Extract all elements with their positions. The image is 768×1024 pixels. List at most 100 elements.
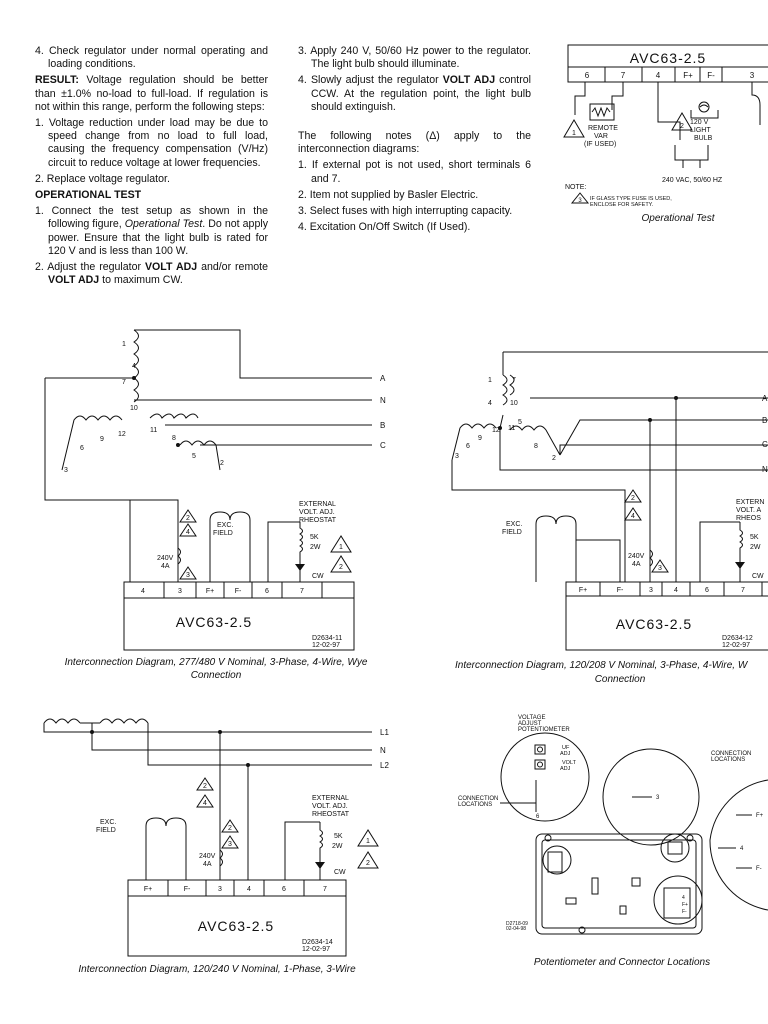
connector-zoom-circle-right — [709, 779, 768, 911]
svg-text:3: 3 — [649, 587, 653, 594]
fuse-icon — [219, 849, 223, 867]
note-triangle-icon — [179, 523, 197, 537]
uf-adj-pot-icon — [537, 746, 543, 753]
svg-text:3: 3 — [455, 453, 459, 460]
svg-text:D2634-14: D2634-14 — [302, 939, 333, 946]
diag2-model-label: AVC63-2.5 — [616, 616, 692, 632]
line-c-label: C — [380, 441, 386, 450]
svg-text:D2718-09: D2718-09 — [506, 921, 528, 927]
svg-text:LIGHT: LIGHT — [690, 127, 711, 134]
note-label: NOTE: — [565, 184, 586, 191]
note-triangle-icon — [357, 829, 379, 847]
svg-text:3: 3 — [186, 572, 190, 579]
line-b-label: B — [762, 416, 767, 425]
diag1-model-label: AVC63-2.5 — [176, 614, 252, 630]
operational-test-heading: OPERATIONAL TEST — [35, 189, 142, 202]
svg-text:3: 3 — [218, 886, 222, 893]
svg-text:5K: 5K — [750, 534, 759, 541]
svg-text:3: 3 — [656, 795, 660, 801]
svg-text:5K: 5K — [310, 534, 319, 541]
svg-text:6: 6 — [265, 588, 269, 595]
op-step-2: 2. Adjust the regulator VOLT ADJ and/or … — [35, 261, 268, 287]
potdiag-caption: Potentiometer and Connector Locations — [534, 957, 710, 968]
svg-text:7: 7 — [122, 379, 126, 386]
svg-text:12: 12 — [492, 427, 500, 434]
svg-text:10: 10 — [510, 400, 518, 407]
svg-text:EXTERN: EXTERN — [736, 499, 764, 506]
line-a-label: A — [380, 374, 386, 383]
result-paragraph: RESULT: Voltage regulation should be bet… — [35, 74, 268, 113]
remote-var-label: REMOTE — [588, 125, 618, 132]
line-n-label: N — [380, 746, 386, 755]
junction-dot-icon — [176, 443, 180, 447]
note-triangle-icon — [357, 851, 379, 869]
svg-text:F-: F- — [235, 588, 242, 595]
svg-text:(IF USED): (IF USED) — [584, 141, 616, 148]
exc-field-winding — [145, 817, 187, 880]
svg-text:2: 2 — [366, 860, 370, 867]
junction-dot-icon — [246, 763, 250, 767]
svg-text:2W: 2W — [332, 843, 343, 850]
svg-text:VAR: VAR — [594, 133, 608, 140]
note-triangle-icon — [179, 509, 197, 523]
diag2-caption-line1: Interconnection Diagram, 120/208 V Nomin… — [455, 660, 749, 671]
svg-text:4: 4 — [186, 529, 190, 536]
svg-text:FIELD: FIELD — [502, 529, 522, 536]
svg-text:6: 6 — [466, 443, 470, 450]
diag1-caption-line1: Interconnection Diagram, 277/480 V Nomin… — [65, 657, 368, 668]
note-triangle-icon — [570, 192, 590, 204]
svg-text:2W: 2W — [750, 544, 761, 551]
op-step-3: 3. Apply 240 V, 50/60 Hz power to the re… — [298, 45, 531, 71]
svg-text:3: 3 — [178, 588, 182, 595]
svg-text:6: 6 — [80, 445, 84, 452]
rheostat-icon — [319, 822, 323, 880]
svg-text:6: 6 — [282, 886, 286, 893]
svg-text:1: 1 — [488, 377, 492, 384]
line-c-label: C — [762, 440, 768, 449]
line-l2-label: L2 — [380, 761, 389, 770]
line-b-label: B — [380, 421, 385, 430]
regulator-board-outline — [535, 833, 703, 935]
note-4: 4. Excitation On/Off Switch (If Used). — [298, 221, 471, 234]
svg-text:4: 4 — [488, 400, 492, 407]
note-triangle-icon — [624, 507, 642, 521]
svg-text:3: 3 — [64, 467, 68, 474]
svg-text:240V: 240V — [199, 853, 216, 860]
svg-text:F-: F- — [682, 909, 687, 915]
svg-text:7: 7 — [300, 588, 304, 595]
svg-text:2: 2 — [339, 564, 343, 571]
svg-text:CW: CW — [312, 573, 324, 580]
light-bulb-icon — [698, 101, 710, 113]
svg-text:ENCLOSE FOR SAFETY.: ENCLOSE FOR SAFETY. — [590, 202, 654, 208]
svg-text:02-04-98: 02-04-98 — [506, 926, 526, 932]
svg-text:4: 4 — [141, 588, 145, 595]
instructions-column-left: 4. Check regulator under normal operatin… — [35, 45, 268, 290]
svg-text:1: 1 — [339, 544, 343, 551]
svg-text:BULB: BULB — [694, 135, 713, 142]
notes-intro: The following notes (Δ) apply to the int… — [298, 130, 531, 156]
svg-text:ADJUST: ADJUST — [518, 721, 542, 727]
junction-dot-icon — [90, 730, 94, 734]
svg-text:6: 6 — [705, 587, 709, 594]
svg-text:12-02-97: 12-02-97 — [312, 642, 340, 649]
svg-text:11: 11 — [508, 425, 515, 432]
svg-text:VOLT. ADJ.: VOLT. ADJ. — [312, 803, 348, 810]
svg-text:1: 1 — [366, 838, 370, 845]
svg-text:EXC.: EXC. — [100, 819, 116, 826]
svg-text:9: 9 — [100, 436, 104, 443]
svg-text:F+: F+ — [682, 902, 688, 908]
svg-text:7: 7 — [512, 377, 516, 384]
svg-text:F+: F+ — [579, 587, 587, 594]
line-n-label: N — [380, 396, 386, 405]
rheostat-icon — [739, 522, 743, 582]
note-triangle-icon — [624, 489, 642, 503]
line-l1-label: L1 — [380, 728, 389, 737]
optest-terminal-4: 4 — [656, 71, 661, 80]
svg-text:2: 2 — [680, 123, 684, 130]
svg-text:12-02-97: 12-02-97 — [722, 642, 750, 649]
avc63-regulator-block — [127, 879, 347, 957]
svg-text:11: 11 — [150, 427, 157, 434]
avc63-regulator-block — [123, 581, 355, 651]
svg-text:CONNECTION: CONNECTION — [458, 796, 498, 802]
optest-terminal-6: 6 — [585, 71, 590, 80]
